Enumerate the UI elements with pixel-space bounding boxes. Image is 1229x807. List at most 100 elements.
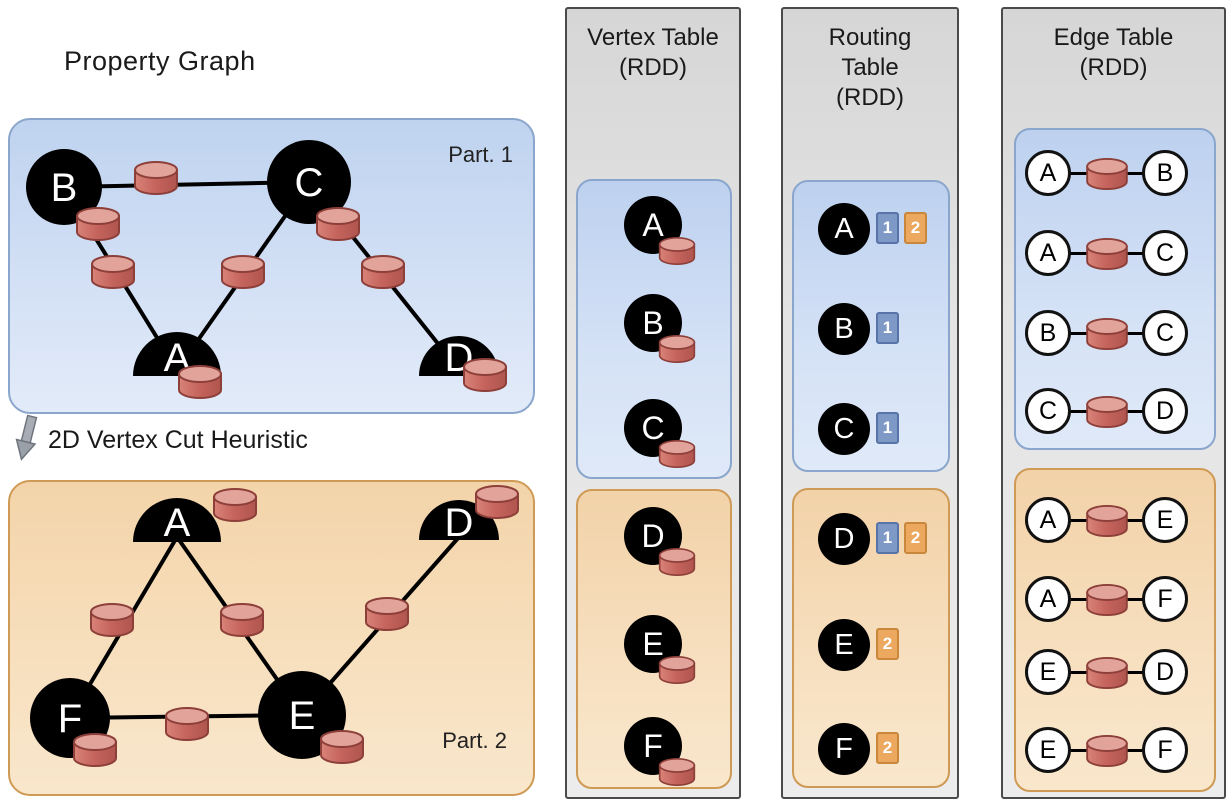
edge-src-label: E (1039, 657, 1057, 686)
edge-property-cylinder-icon (1085, 734, 1128, 768)
partition-badge: 2 (876, 732, 899, 764)
edge-property-cylinder-icon (361, 255, 405, 289)
edge-property-cylinder-icon (1085, 157, 1128, 191)
property-cylinder-icon (658, 655, 696, 685)
vertex-label: E (834, 628, 854, 661)
vertex-A-half-node (133, 498, 221, 542)
routing-table-title-line1: Routing (828, 24, 912, 51)
routing-table-row: E 2 (794, 619, 948, 675)
vertex-label: B (834, 312, 854, 345)
edge-src-label: B (1039, 318, 1057, 347)
partition-badge: 1 (876, 212, 899, 244)
vertex-label: E (642, 625, 664, 662)
vertex-A-label: A (164, 501, 191, 545)
edge-dst-node: D (1142, 388, 1188, 434)
vertex-label: D (641, 517, 665, 554)
edge-table-row: C D (1025, 388, 1188, 436)
routing-table-row: F 2 (794, 723, 948, 779)
routing-table-partition2: D 1 2 E 2 F 2 (792, 488, 950, 788)
vertex-F-label: F (58, 697, 82, 741)
routing-table-partition1: A 1 2 B 1 C 1 (792, 180, 950, 472)
partition1-box: Part. 1 B C A D (8, 118, 535, 414)
edge-dst-node: D (1142, 649, 1188, 695)
edge-dst-label: F (1157, 584, 1173, 613)
edge-src-node: E (1025, 727, 1071, 773)
edge-src-node: A (1025, 230, 1071, 276)
partition1-graph: B C A D (26, 140, 507, 399)
edge-src-node: C (1025, 388, 1071, 434)
edge-property-cylinder-icon (1085, 237, 1128, 271)
vertex-D-label: D (445, 501, 474, 545)
vertex-A-half-node (133, 332, 221, 376)
edge-property-cylinder-icon (1085, 395, 1128, 429)
vertex-table-row: D (618, 507, 700, 587)
vertex-table-row: F (618, 717, 700, 797)
vertex-node: D (818, 513, 870, 565)
edge-dst-label: D (1155, 396, 1175, 425)
edge-table-row: E D (1025, 649, 1188, 697)
vertex-label: B (642, 304, 664, 341)
vertex-node: C (624, 399, 682, 457)
edge-dst-label: B (1156, 158, 1174, 187)
vertex-B-node (26, 149, 102, 225)
edge-property-cylinder-icon (134, 161, 178, 195)
edge-dst-label: D (1155, 657, 1175, 686)
page-title: Property Graph (64, 46, 256, 76)
edge-src-label: C (1038, 396, 1058, 425)
partition-badge: 2 (904, 212, 927, 244)
vertex-property-cylinder-icon (475, 485, 519, 519)
vertex-label: F (835, 732, 853, 765)
vertex-E-label: E (289, 694, 316, 738)
edge-property-cylinder-icon (1085, 583, 1128, 617)
vertex-B-label: B (51, 166, 78, 210)
edge-table-row: A B (1025, 150, 1188, 198)
routing-table-column: Routing Table (RDD) A 1 2 B 1 C 1 D 1 2 (781, 7, 959, 799)
partition-badge: 1 (876, 412, 899, 444)
vertex-C-node (267, 140, 351, 224)
edge-dst-node: B (1142, 150, 1188, 196)
cut-heuristic-label: 2D Vertex Cut Heuristic (48, 426, 308, 454)
vertex-node: E (624, 615, 682, 673)
edge-property-cylinder-icon (1085, 656, 1128, 690)
routing-table-row: A 1 2 (794, 203, 948, 259)
vertex-node: F (624, 717, 682, 775)
routing-table-title-line2: Table (841, 54, 899, 81)
edge-src-label: A (1039, 158, 1057, 187)
edge-property-cylinder-icon (1085, 317, 1128, 351)
vertex-label: F (643, 727, 663, 764)
routing-table-row: D 1 2 (794, 513, 948, 569)
property-cylinder-icon (658, 757, 696, 787)
vertex-property-cylinder-icon (316, 207, 360, 241)
partition-badge: 1 (876, 522, 899, 554)
vertex-table-partition1: A B C (576, 179, 732, 479)
edge-dst-node: F (1142, 727, 1188, 773)
vertex-property-cylinder-icon (320, 730, 364, 764)
routing-table-row: C 1 (794, 403, 948, 459)
edge-src-node: A (1025, 497, 1071, 543)
edge-table-row: B C (1025, 310, 1188, 358)
edge-property-cylinder-icon (365, 597, 409, 631)
edge-table-title: Edge Table (RDD) (1003, 9, 1224, 83)
edge-dst-node: F (1142, 576, 1188, 622)
edge-table-row: A C (1025, 230, 1188, 278)
edge-table-partition1: A B A C B C C D (1014, 128, 1216, 450)
property-cylinder-icon (658, 547, 696, 577)
vertex-label: A (834, 212, 854, 245)
vertex-node: D (624, 507, 682, 565)
vertex-property-cylinder-icon (76, 207, 120, 241)
vertex-node: A (818, 203, 870, 255)
partition-badge: 1 (876, 312, 899, 344)
vertex-property-cylinder-icon (213, 488, 257, 522)
edge-property-cylinder-icon (90, 603, 134, 637)
vertex-property-cylinder-icon (463, 358, 507, 392)
vertex-label: C (833, 412, 855, 445)
vertex-property-cylinder-icon (178, 365, 222, 399)
edge-src-label: A (1039, 584, 1057, 613)
edge-src-node: A (1025, 150, 1071, 196)
edge-dst-node: C (1142, 310, 1188, 356)
edge-src-label: E (1039, 735, 1057, 764)
partition1-label: Part. 1 (448, 142, 513, 167)
edge-src-node: E (1025, 649, 1071, 695)
vertex-table-row: C (618, 399, 700, 479)
